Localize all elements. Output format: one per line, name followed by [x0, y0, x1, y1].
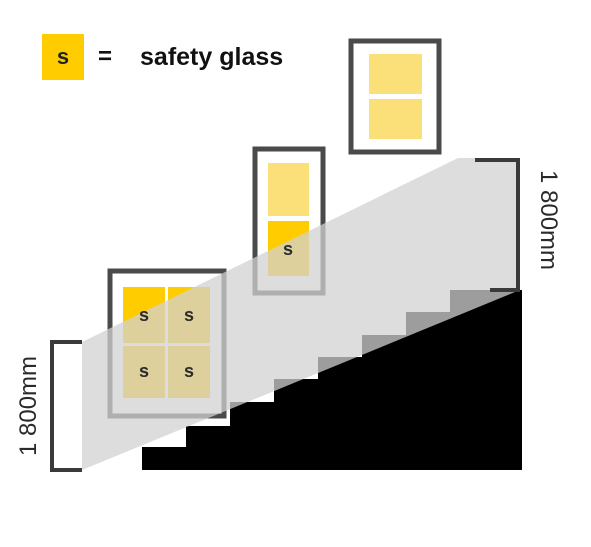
- legend-equals: =: [98, 43, 113, 70]
- left-dimension-bracket: [50, 340, 82, 472]
- lower-pane-3-label: s: [139, 361, 149, 381]
- middle-window-pane-top: [268, 163, 309, 216]
- upper-window-pane-top: [369, 54, 422, 94]
- safety-zone-band: [82, 158, 520, 470]
- lower-pane-1-label: s: [139, 305, 149, 325]
- left-dimension-label: 1 800mm: [15, 356, 42, 456]
- middle-pane-bottom-label: s: [283, 239, 293, 259]
- legend: s = safety glass: [42, 34, 283, 80]
- right-dimension-label: 1 800mm: [535, 170, 562, 270]
- lower-pane-2-label: s: [184, 305, 194, 325]
- legend-symbol: s: [56, 44, 70, 69]
- legend-safety-swatch: s: [42, 34, 84, 80]
- staircase: [142, 290, 522, 470]
- upper-window-pane-bottom: [369, 99, 422, 139]
- legend-label: safety glass: [140, 42, 284, 71]
- lower-pane-4-label: s: [184, 361, 194, 381]
- right-dimension-bracket: [475, 158, 520, 292]
